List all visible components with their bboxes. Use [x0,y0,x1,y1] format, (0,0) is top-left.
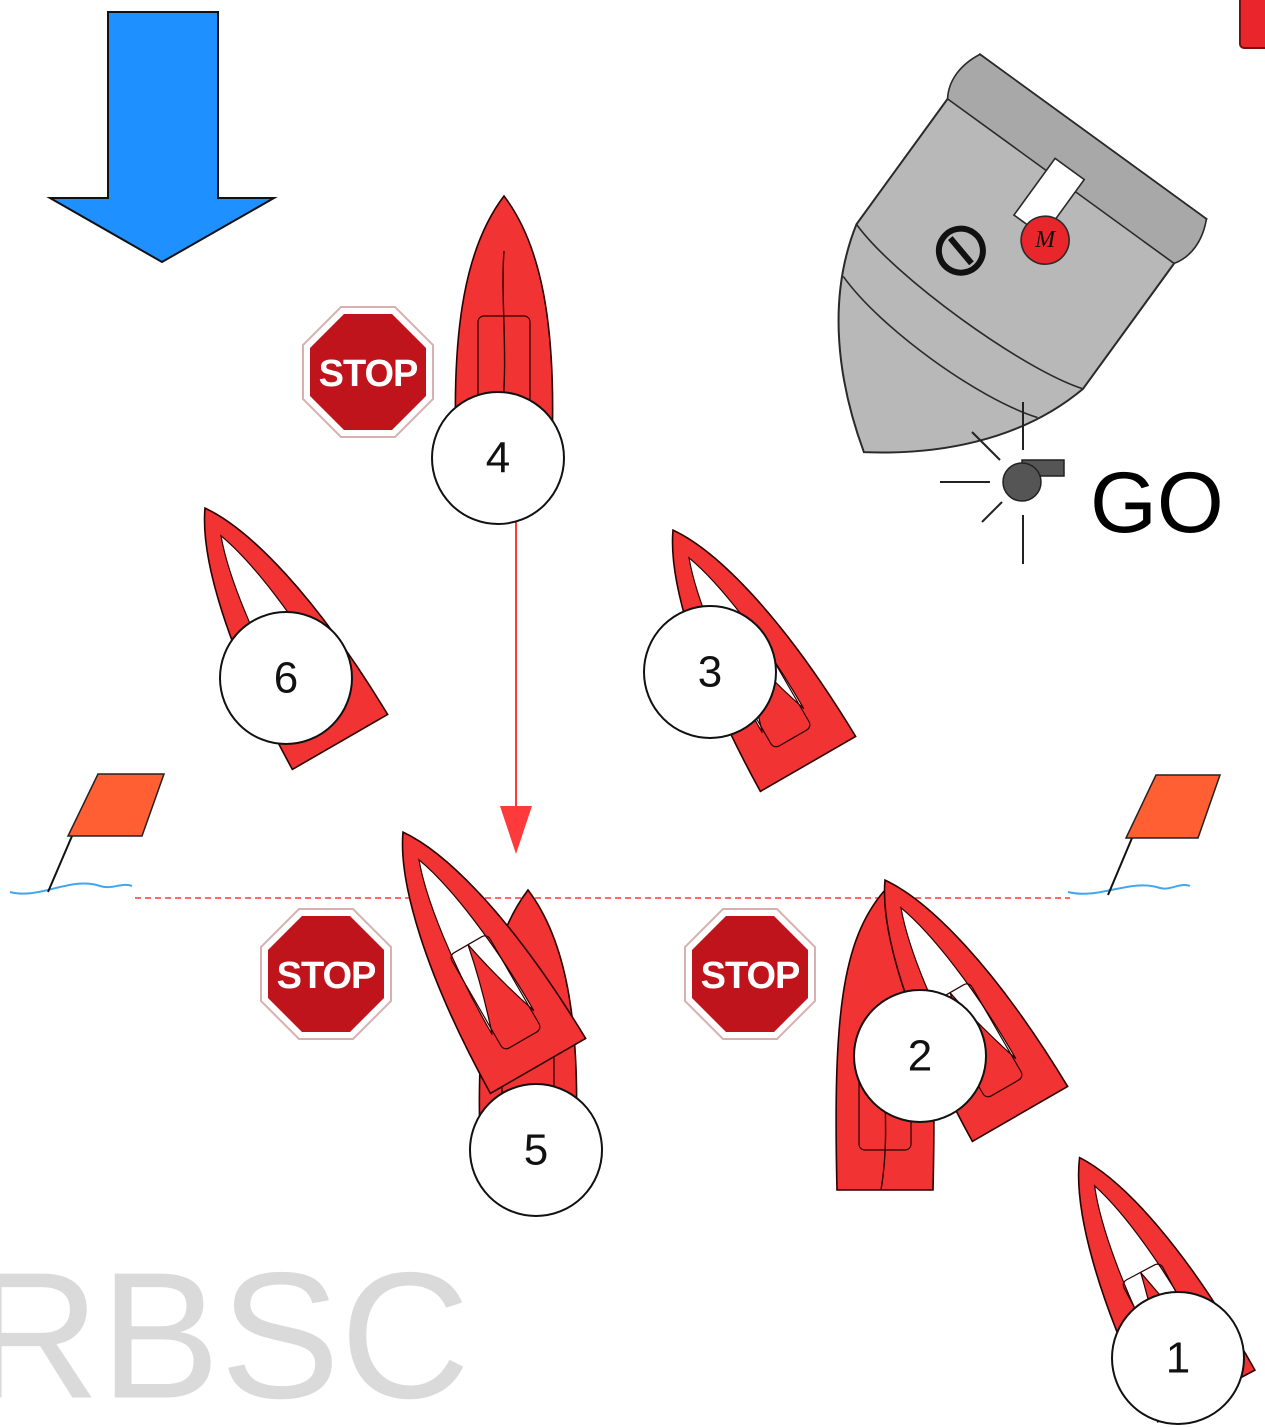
boat-number-label: 4 [486,434,510,483]
stop-sign-boat-2: STOP [684,908,816,1040]
go-label: GO [1090,455,1224,551]
committee-mark-letter: M [1034,227,1057,253]
boat-number-1: 1 [1111,1291,1245,1425]
boat-number-6: 6 [219,611,353,745]
boat-number-label: 6 [274,654,298,703]
no-entry-flag-icon [935,225,986,276]
stop-sign-text: STOP [277,955,376,997]
boat-4-course-arrow [500,520,532,854]
whistle-icon [940,402,1065,564]
pin-end-flag-icon [47,773,166,893]
boat-number-label: 3 [698,648,722,697]
boat-number-2: 2 [853,989,987,1123]
watermark: RBSC [0,1236,470,1427]
boat-number-4: 4 [431,391,565,525]
committee-end-flag-icon [1107,774,1222,896]
committee-boat-flag-icon [1239,0,1265,49]
water-left [9,882,133,895]
boat-number-3: 3 [643,605,777,739]
committee-boat: M [837,52,1208,454]
mark-flag-icon: M [1020,215,1070,265]
wind-direction-arrow-icon [46,11,278,264]
boat-number-label: 2 [908,1032,932,1081]
stop-sign-text: STOP [319,353,418,395]
boat-number-label: 5 [524,1126,548,1175]
boat-number-5: 5 [469,1083,603,1217]
boat-number-label: 1 [1166,1334,1190,1383]
stop-sign-text: STOP [701,955,800,997]
stop-sign-boat-5: STOP [260,908,392,1040]
stop-sign-boat-4: STOP [302,306,434,438]
water-right [1067,884,1191,895]
